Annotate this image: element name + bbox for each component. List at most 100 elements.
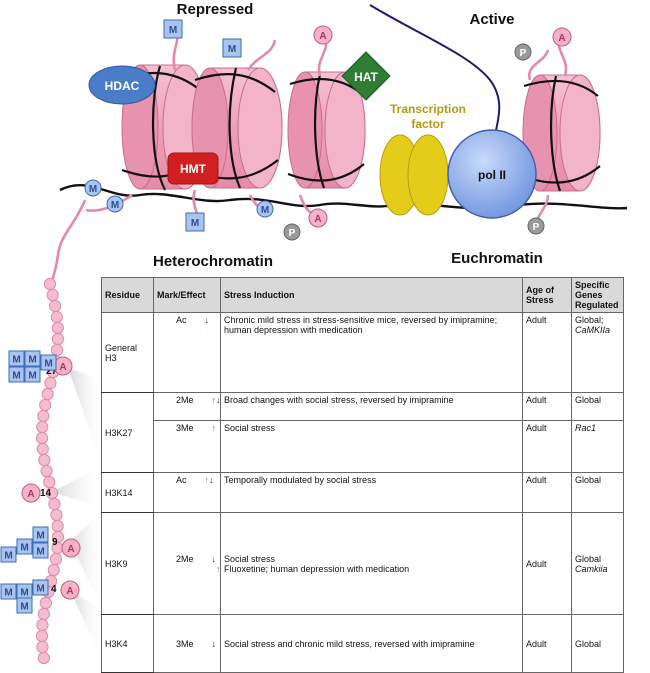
row-connectors — [52, 368, 102, 660]
svg-text:A: A — [27, 489, 34, 500]
pol2-enzyme: pol II — [447, 129, 537, 219]
mark-label: Ac — [176, 315, 187, 325]
h3-tail-bead-chain — [35, 277, 65, 665]
effect-arrows: ↑↓ — [211, 395, 221, 405]
methyl-mark: M — [32, 542, 49, 559]
histone-modification-table: Residue Mark/Effect Stress Induction Age… — [101, 277, 624, 673]
h3-residue-bead — [50, 508, 63, 522]
h3-residue-bead — [50, 343, 64, 357]
table-row: General H3 Ac↓ Chronic mild stress in st… — [101, 312, 624, 393]
table-row: 3Me ↑ Social stress Adult Rac1 — [102, 420, 624, 473]
phospho-mark-top: P — [514, 43, 532, 61]
mark-cell: Ac ↑↓ — [153, 472, 221, 513]
acetyl-mark-k14: A — [21, 483, 41, 503]
methyl-mark: M — [32, 526, 49, 543]
mark-label: 3Me — [176, 423, 194, 433]
residue-4-label: 4 — [51, 584, 57, 595]
stress-cell: Social stress and chronic mild stress, r… — [220, 614, 523, 673]
hdac-label: HDAC — [105, 79, 140, 93]
repressed-title: Repressed — [177, 1, 254, 18]
genes-text: Global — [575, 553, 602, 564]
h3-residue-bead — [48, 497, 61, 511]
svg-text:M: M — [28, 371, 36, 382]
methyl-mark-top-2: M — [222, 38, 242, 58]
transcription-factor: Transcription factor — [379, 102, 466, 216]
svg-text:M: M — [4, 551, 12, 562]
svg-text:M: M — [36, 547, 44, 558]
svg-text:M: M — [228, 44, 236, 55]
hat-enzyme: HAT — [341, 51, 391, 101]
euchromatin-label: Euchromatin — [451, 250, 543, 267]
residue-cell: General H3 — [101, 312, 154, 393]
svg-text:M: M — [20, 588, 28, 599]
table-header-row: Residue Mark/Effect Stress Induction Age… — [101, 277, 624, 313]
heterochromatin-label: Heterochromatin — [153, 253, 273, 270]
acetyl-mark-k4: A — [60, 580, 80, 600]
age-cell: Adult — [522, 312, 572, 393]
genes-cell: Global — [571, 392, 624, 421]
effect-arrows: ↑↓ — [204, 475, 214, 485]
acetyl-mark-top-2: A — [552, 27, 572, 47]
svg-text:A: A — [67, 544, 74, 555]
pol2-label: pol II — [478, 168, 506, 182]
h3-residue-bead — [43, 475, 56, 489]
svg-text:M: M — [12, 371, 20, 382]
genes-italic-text: CaMKIIa — [575, 325, 611, 335]
h3-residue-bead — [43, 277, 57, 291]
methyl-mark: M — [16, 597, 33, 614]
age-cell: Adult — [522, 420, 572, 473]
mark-cell: 3Me↓ — [153, 614, 221, 673]
genes-cell: Rac1 — [571, 420, 624, 473]
stress-cell: Social stress — [220, 420, 523, 473]
svg-text:M: M — [191, 218, 199, 229]
header-residue: Residue — [101, 277, 154, 313]
long-tail — [48, 199, 87, 291]
genes-cell: Global — [571, 614, 624, 673]
hmt-label: HMT — [180, 162, 207, 176]
svg-text:A: A — [66, 586, 73, 597]
tf-label-line2: factor — [411, 117, 445, 131]
svg-text:P: P — [520, 48, 527, 59]
residue-14-label: 14 — [40, 488, 52, 499]
h3-residue-bead — [51, 519, 64, 533]
h3-residue-bead — [36, 640, 49, 654]
stress-text-2: Fluoxetine; human depression with medica… — [224, 563, 410, 574]
genes-cell: Global — [571, 472, 624, 513]
h3-residue-bead — [50, 310, 63, 324]
mark-cell: 3Me ↑ — [153, 420, 221, 473]
rna-strand — [369, 4, 501, 136]
hat-label: HAT — [354, 70, 378, 84]
mark-cell: 2Me↓↑ — [153, 512, 221, 615]
mark-label: 2Me — [176, 553, 194, 564]
methyl-mark: M — [24, 350, 41, 367]
methyl-mark-bottom-1: M — [84, 179, 102, 197]
h3-residue-bead — [49, 552, 63, 566]
svg-text:A: A — [558, 33, 565, 44]
table-row: H3K14 Ac↑↓ Temporally modulated by socia… — [101, 472, 624, 513]
methyl-mark: M — [8, 350, 25, 367]
genes-cell: Global;CaMKIIa — [571, 312, 624, 393]
svg-text:A: A — [319, 31, 326, 42]
h3-residue-bead — [35, 431, 49, 445]
mark-label: Ac — [176, 475, 187, 485]
methyl-mark: M — [32, 579, 49, 596]
table-row: H3K4 3Me↓ Social stress and chronic mild… — [101, 614, 624, 673]
svg-text:M: M — [44, 359, 52, 370]
svg-text:M: M — [111, 200, 119, 211]
acetyl-mark-k27: A — [53, 356, 73, 376]
svg-text:P: P — [289, 228, 296, 239]
h3-residue-bead — [38, 453, 51, 467]
svg-text:A: A — [59, 362, 66, 373]
svg-text:M: M — [89, 184, 97, 195]
header-mark-effect: Mark/Effect — [153, 277, 221, 313]
stress-cell: Broad changes with social stress, revers… — [220, 392, 523, 421]
stress-text: Social stress — [224, 553, 276, 564]
h3-residue-bead — [37, 651, 50, 665]
acetyl-mark-top-1: A — [313, 25, 333, 45]
hmt-enzyme: HMT — [167, 152, 219, 185]
methyl-mark: M — [16, 538, 33, 555]
effect-arrows: ↑ — [211, 423, 217, 433]
